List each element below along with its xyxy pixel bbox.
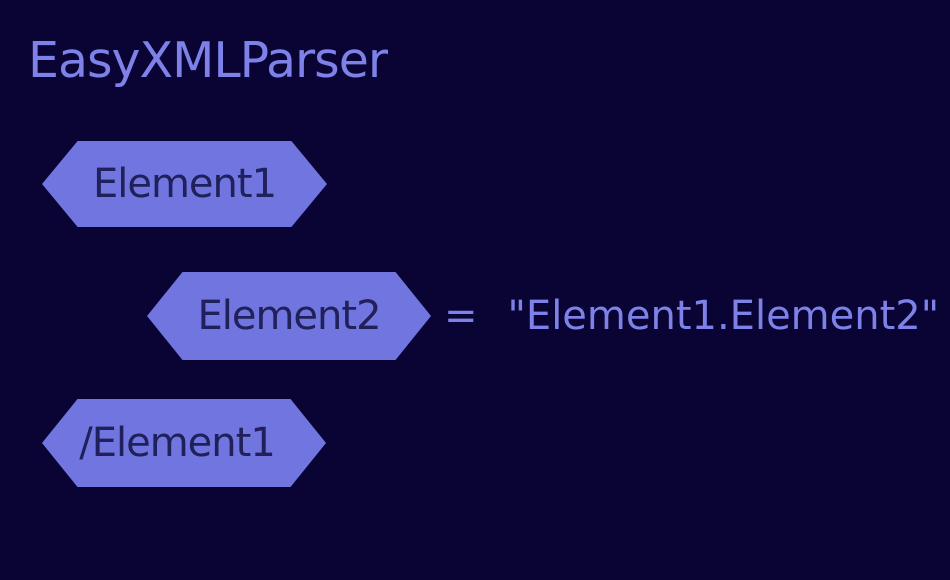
hexagon-closing-tag-element1-label: /Element1 [79, 420, 276, 466]
assignment-expression: = "Element1.Element2" [444, 272, 939, 360]
hexagon-tag-element1-label: Element1 [92, 161, 277, 207]
equals-sign: = [444, 293, 478, 339]
hexagon-closing-tag-element1: /Element1 [42, 399, 326, 487]
hexagon-tag-element2-label: Element2 [197, 293, 381, 339]
hexagon-tag-element1: Element1 [42, 141, 327, 227]
assignment-value: "Element1.Element2" [507, 293, 940, 339]
page-title: EasyXMLParser [28, 32, 388, 89]
hexagon-tag-element2: Element2 [147, 272, 431, 360]
